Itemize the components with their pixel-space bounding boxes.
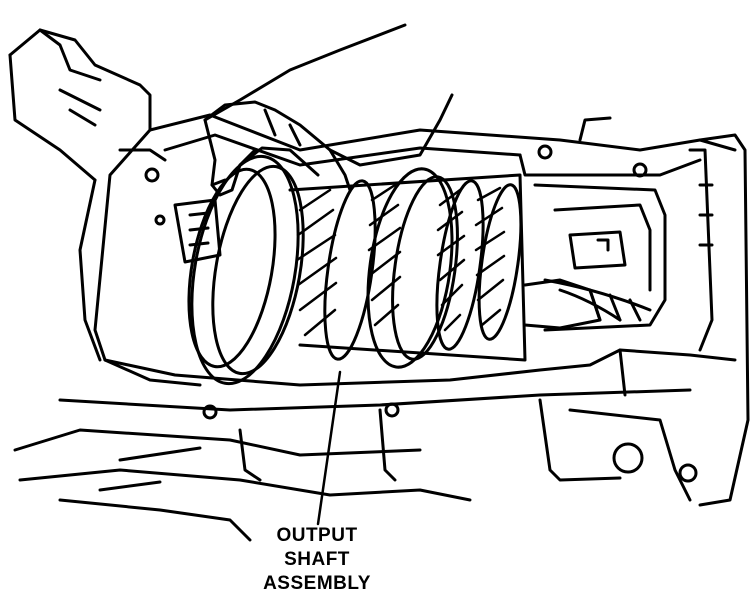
transmission-case-right: [533, 133, 750, 507]
helical-gear-teeth: [295, 183, 506, 337]
output-shaft-assembly: [173, 154, 602, 386]
transmission-case-left: [8, 28, 202, 387]
callout-leader-line: [316, 370, 342, 526]
transmission-case-bottom: [13, 348, 737, 542]
transmission-case-top: [148, 113, 737, 178]
callout-label-line-1: OUTPUT: [276, 525, 358, 546]
callout-label-line-3: ASSEMBLY: [263, 573, 371, 594]
output-shaft-assembly-label: OUTPUT SHAFT ASSEMBLY: [232, 524, 402, 596]
callout-label-line-2: SHAFT: [284, 549, 350, 570]
